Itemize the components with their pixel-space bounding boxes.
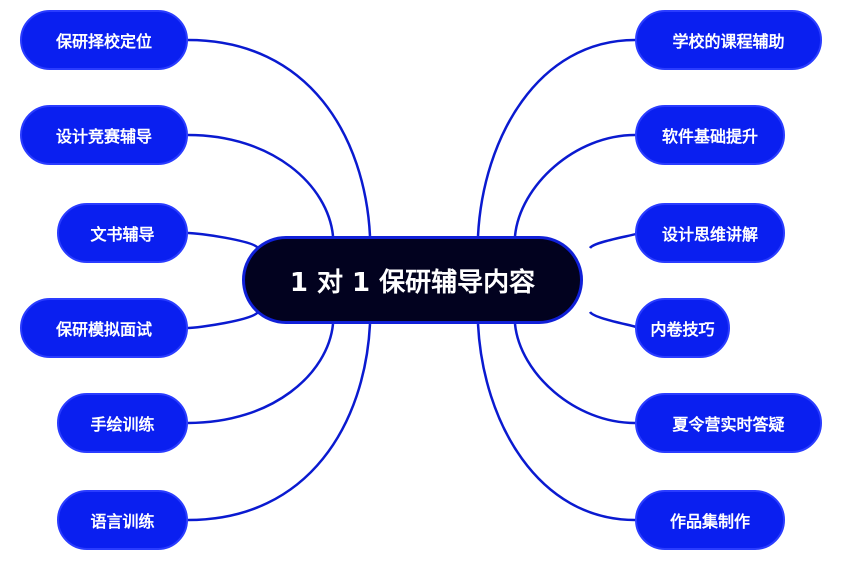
connector-left-5	[187, 323, 372, 522]
connector-left-2	[187, 231, 260, 249]
connector-left-3	[187, 311, 260, 330]
right-topic-1[interactable]: 软件基础提升	[635, 105, 785, 165]
connector-left-4	[187, 323, 335, 425]
right-topic-5[interactable]: 作品集制作	[635, 490, 785, 550]
left-topic-2[interactable]: 文书辅导	[57, 203, 188, 263]
connector-right-0	[476, 38, 636, 237]
connector-left-1	[187, 133, 335, 237]
connector-left-0	[187, 38, 372, 237]
central-topic[interactable]: 1 对 1 保研辅导内容	[242, 236, 583, 324]
left-topic-4[interactable]: 手绘训练	[57, 393, 188, 453]
right-topic-0[interactable]: 学校的课程辅助	[635, 10, 822, 70]
connector-right-2	[588, 231, 639, 249]
left-topic-3[interactable]: 保研模拟面试	[20, 298, 188, 358]
connector-right-3	[588, 311, 639, 330]
right-topic-2[interactable]: 设计思维讲解	[635, 203, 785, 263]
connector-right-5	[476, 323, 636, 522]
connector-right-1	[513, 133, 636, 237]
left-topic-5[interactable]: 语言训练	[57, 490, 188, 550]
left-topic-1[interactable]: 设计竞赛辅导	[20, 105, 188, 165]
left-topic-0[interactable]: 保研择校定位	[20, 10, 188, 70]
connector-right-4	[513, 323, 636, 425]
right-topic-3[interactable]: 内卷技巧	[635, 298, 730, 358]
right-topic-4[interactable]: 夏令营实时答疑	[635, 393, 822, 453]
